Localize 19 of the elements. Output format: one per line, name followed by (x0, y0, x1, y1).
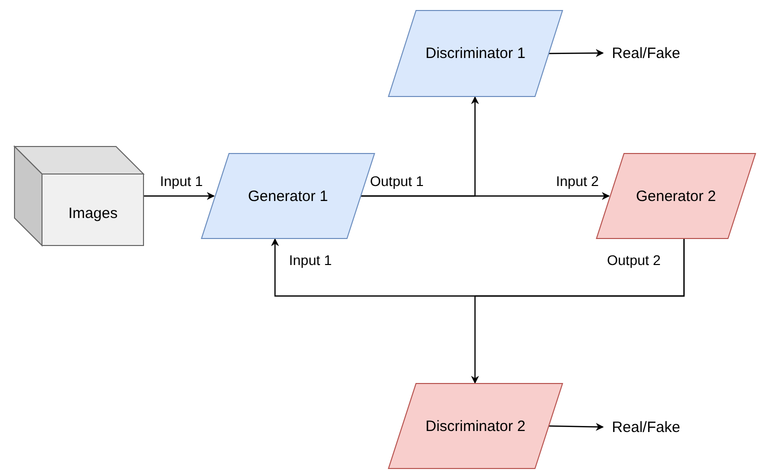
node-label: Generator 1 (248, 188, 328, 204)
node-label: Generator 2 (636, 188, 716, 204)
arrow (471, 239, 685, 384)
node-label: Images (68, 204, 118, 222)
port-label: Input 1 (288, 252, 333, 268)
arrow (548, 422, 604, 431)
arrow (361, 192, 610, 200)
parallelogram-box (388, 383, 563, 469)
port-label: Output 2 (606, 252, 662, 268)
arrow (549, 49, 604, 58)
port-label: Output 1 (369, 173, 425, 189)
node-label: Discriminator 1 (425, 45, 526, 62)
parallelogram-box (388, 10, 563, 97)
node-label: Real/Fake (612, 44, 680, 62)
arrow (144, 192, 215, 200)
edge-label: Input 1 (159, 173, 204, 189)
node-label: Real/Fake (612, 418, 680, 436)
port-label: Input 2 (555, 173, 600, 189)
node-label: Discriminator 2 (425, 418, 526, 434)
